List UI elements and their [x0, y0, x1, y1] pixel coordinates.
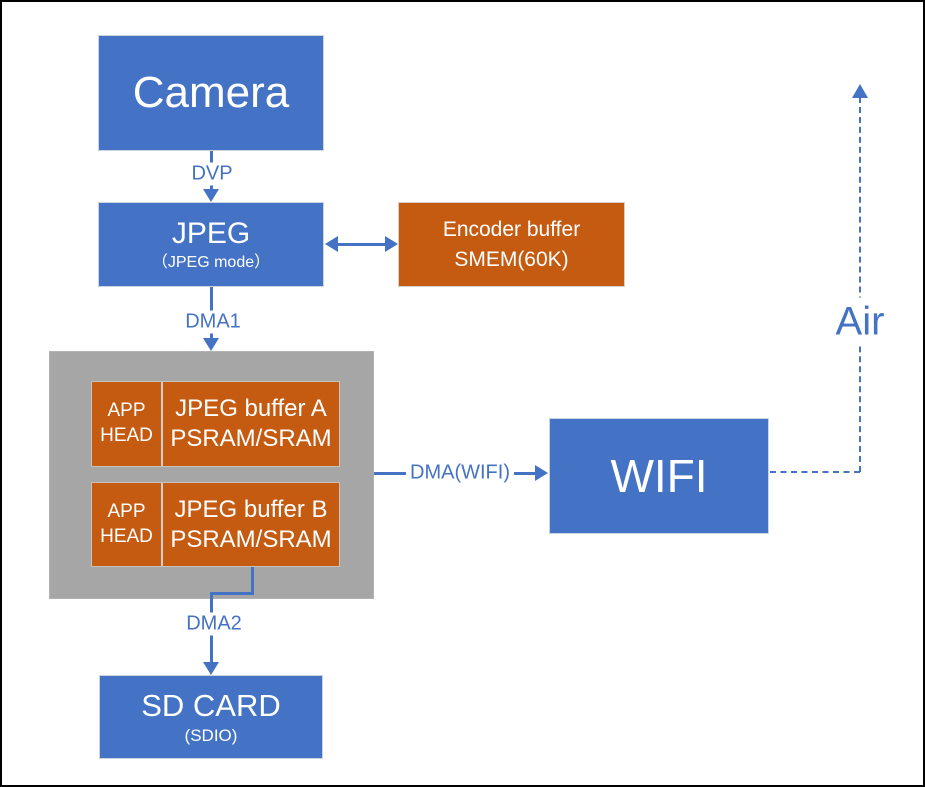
dma1-label: DMA1 [181, 310, 245, 334]
jpeg-encoder-left-arrowhead-icon [325, 236, 338, 252]
dvp-label: DVP [187, 162, 237, 186]
sd-card-sublabel: (SDIO) [184, 726, 238, 746]
wifi-node: WIFI [549, 418, 769, 534]
air-line-horizontal [770, 471, 860, 473]
buffer-a-subtitle: PSRAM/SRAM [170, 425, 332, 452]
buffer-b-head-line1: APP [107, 500, 146, 522]
dma2-arrowhead-icon [203, 662, 219, 675]
dma-wifi-label: DMA(WIFI) [406, 461, 514, 485]
jpeg-buffer-b-node: APP HEAD JPEG buffer B PSRAM/SRAM [91, 482, 340, 567]
buffer-b-title: JPEG buffer B [174, 495, 328, 523]
buffer-b-app-head-cell: APP HEAD [92, 483, 163, 566]
sd-card-label: SD CARD [141, 688, 281, 724]
buffer-a-head-line2: HEAD [100, 425, 153, 446]
buffer-a-body-cell: JPEG buffer A PSRAM/SRAM [163, 382, 339, 466]
buffer-a-head-line1: APP [107, 400, 146, 422]
jpeg-label: JPEG [171, 216, 251, 250]
jpeg-node: JPEG （JPEG mode） [98, 202, 324, 287]
buffer-b-head-line2: HEAD [100, 525, 153, 547]
encoder-buffer-line2: SMEM(60K) [454, 247, 569, 271]
dma2-line-seg2 [210, 592, 254, 595]
buffer-a-title: JPEG buffer A [175, 395, 327, 422]
buffer-b-subtitle: PSRAM/SRAM [170, 525, 332, 553]
camera-node: Camera [98, 35, 324, 151]
air-line-vertical [859, 97, 861, 472]
dma2-line-seg1 [251, 567, 254, 595]
jpeg-encoder-line [336, 243, 387, 246]
air-label: Air [829, 297, 891, 347]
buffer-b-body-cell: JPEG buffer B PSRAM/SRAM [163, 483, 339, 566]
air-arrowhead-icon [852, 84, 868, 98]
dma1-arrowhead-icon [203, 338, 219, 351]
dma2-label: DMA2 [182, 612, 246, 636]
jpeg-buffer-a-node: APP HEAD JPEG buffer A PSRAM/SRAM [91, 381, 340, 467]
encoder-buffer-node: Encoder buffer SMEM(60K) [398, 202, 625, 287]
buffer-a-app-head-cell: APP HEAD [92, 382, 163, 466]
wifi-label: WIFI [610, 449, 708, 502]
dvp-arrowhead-icon [203, 189, 219, 202]
jpeg-encoder-right-arrowhead-icon [385, 236, 398, 252]
encoder-buffer-line1: Encoder buffer [442, 218, 581, 242]
camera-label: Camera [132, 67, 290, 117]
jpeg-mode-label: （JPEG mode） [151, 254, 271, 272]
dma-wifi-arrowhead-icon [535, 465, 548, 481]
sd-card-node: SD CARD (SDIO) [99, 675, 323, 759]
